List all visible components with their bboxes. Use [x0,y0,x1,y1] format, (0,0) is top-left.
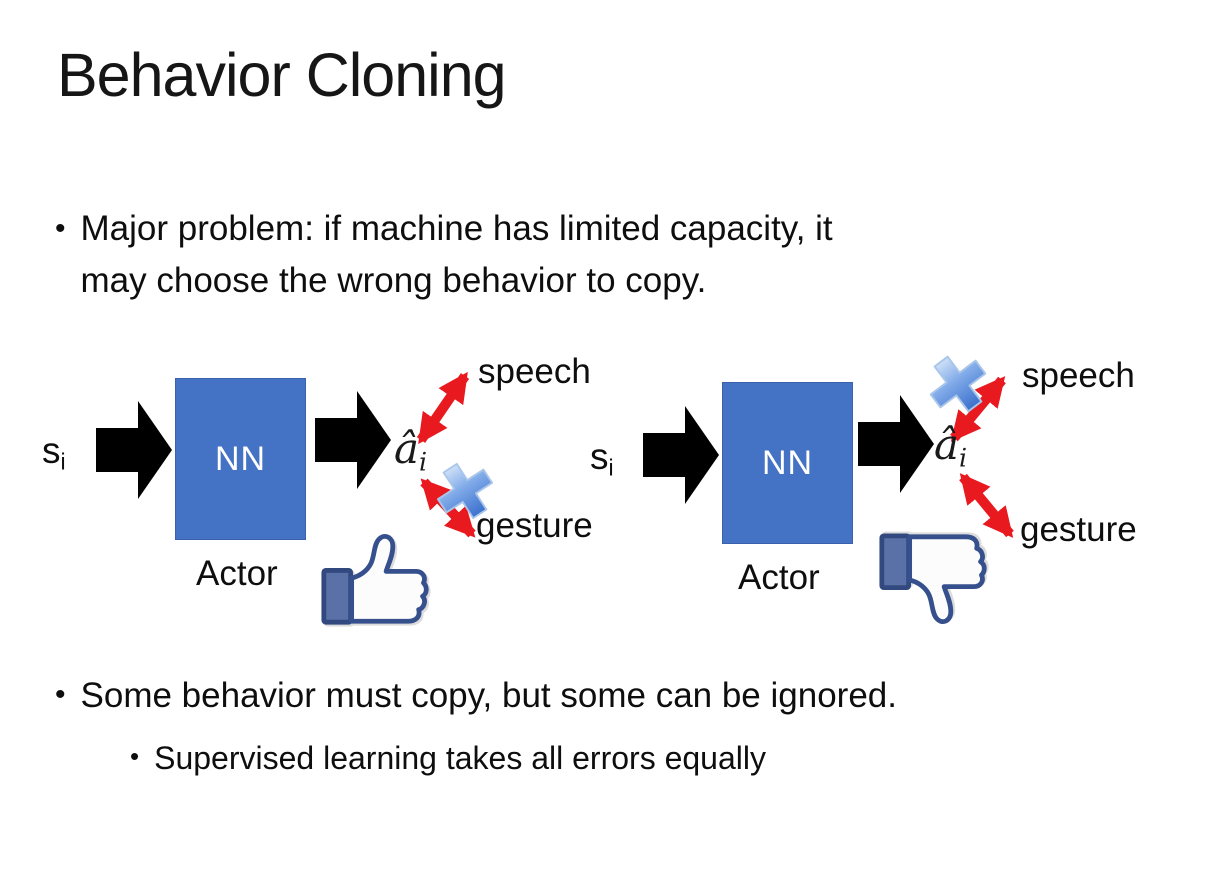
right-output-symbol: â [934,420,960,469]
bullet-1: • Major problem: if machine has limited … [55,203,833,307]
bullet-2-text: Some behavior must copy, but some can be… [80,676,897,715]
bullet-dot-icon: • [55,678,66,711]
left-nn-label: NN [214,439,267,478]
bullet-dot-icon: • [55,212,66,245]
left-input-state-label: si [42,430,66,475]
bullet-1-text: Major problem: if machine has limited ca… [80,209,833,300]
left-output-action-label: âi [394,424,427,477]
left-nn-box: NN [175,378,306,540]
left-output-subscript: i [419,447,428,477]
left-output-arrow-icon [315,391,391,489]
left-output-symbol: â [394,424,420,473]
slide-title: Behavior Cloning [57,41,507,109]
right-nn-box: NN [722,382,853,544]
right-gesture-label: gesture [1020,510,1137,549]
right-output-arrow-icon [858,395,934,493]
right-input-subscript: i [608,454,614,481]
thumbs-up-icon [321,534,429,625]
sub-bullet-text: Supervised learning takes all errors equ… [154,740,766,776]
right-input-arrow-icon [643,406,719,504]
left-speech-arrow-icon [416,371,470,445]
right-cross-icon [929,355,987,413]
right-nn-label: NN [761,443,814,482]
left-gesture-label: gesture [476,506,593,545]
right-output-subscript: i [959,443,968,473]
right-input-state-label: si [590,436,614,481]
right-actor-label: Actor [738,558,820,597]
right-output-action-label: âi [934,420,967,473]
right-speech-label: speech [1022,356,1135,395]
thumbs-down-icon [879,533,987,624]
bullet-dot-icon: • [130,741,140,771]
right-speech-arrow-icon [950,376,1006,442]
bullet-2: • Some behavior must copy, but some can … [55,676,897,716]
sub-bullet: • Supervised learning takes all errors e… [130,740,766,777]
left-input-subscript: i [60,448,66,475]
left-cross-icon [436,462,494,520]
left-actor-label: Actor [196,554,278,593]
left-input-arrow-icon [96,401,172,499]
left-input-symbol: s [42,430,61,471]
right-gesture-arrow-icon [959,473,1014,538]
right-input-symbol: s [590,436,609,477]
left-speech-label: speech [478,352,591,391]
